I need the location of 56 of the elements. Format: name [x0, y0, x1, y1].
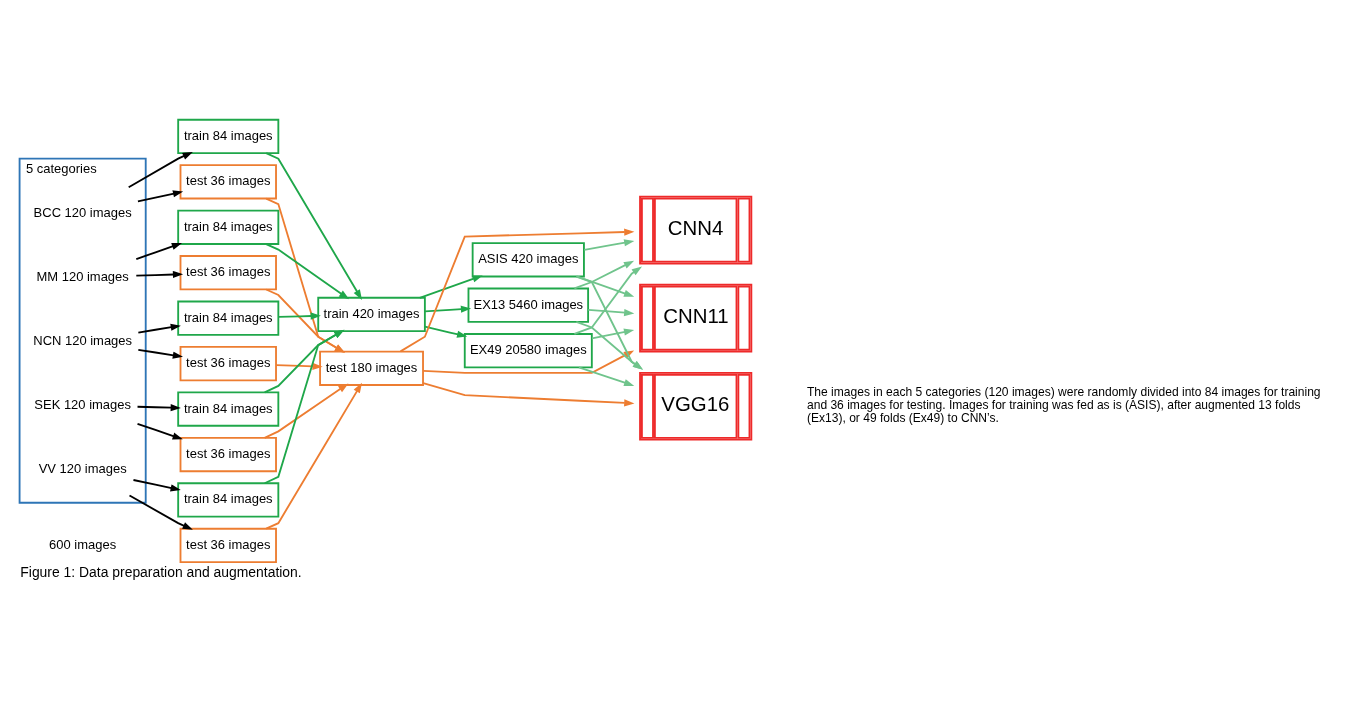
- arrow: [573, 260, 635, 289]
- arrow: [132, 478, 181, 491]
- node-box: test 180 images: [319, 350, 424, 386]
- node-box: EX13 5460 images: [467, 287, 590, 323]
- arrow: [263, 329, 345, 484]
- caption: Figure 1: Data preparation and augmentation.: [20, 563, 302, 580]
- arrow: [265, 288, 345, 353]
- arrow: [137, 323, 181, 333]
- arrow: [587, 308, 635, 316]
- arrow: [263, 329, 345, 393]
- arrow: [418, 275, 483, 299]
- arrow: [137, 189, 184, 202]
- arrow: [135, 270, 184, 278]
- node-label: 600 images: [49, 536, 117, 552]
- arrow: [591, 328, 635, 339]
- arrow: [422, 381, 635, 406]
- node-text: MM 120 images: [36, 268, 129, 284]
- node-text: VV 120 images: [38, 460, 127, 476]
- arrow: [399, 228, 635, 352]
- node-box: ASIS 420 images: [471, 241, 585, 277]
- arrow: [575, 275, 643, 370]
- arrow: [583, 238, 635, 251]
- node-text: SEK 120 images: [34, 396, 131, 412]
- arrow: [127, 151, 193, 188]
- arrow: [265, 197, 345, 353]
- arrow: [136, 422, 183, 439]
- node-box: train 84 images: [177, 209, 280, 245]
- node-box: EX49 20580 images: [463, 332, 593, 368]
- node-box: train 84 images: [177, 300, 280, 336]
- node-box: train 84 images: [177, 481, 280, 518]
- node-box: train 84 images: [177, 118, 280, 154]
- arrow: [128, 494, 193, 530]
- node-box: test 36 images: [179, 527, 277, 563]
- arrow: [136, 403, 181, 411]
- arrow: [577, 365, 635, 386]
- arrow: [424, 305, 472, 313]
- arrow: [263, 382, 349, 439]
- node-box: test 36 images: [179, 436, 277, 472]
- node-box: test 36 images: [179, 345, 277, 381]
- arrow: [265, 151, 362, 300]
- arrow: [573, 266, 642, 335]
- node-box: test 36 images: [179, 254, 277, 290]
- node-text: BCC 120 images: [33, 204, 132, 220]
- arrow: [265, 382, 362, 530]
- arrow: [135, 242, 183, 260]
- label: The images in each 5 categories (120 images) were randomly divided into 84 images for training and 36 images for testing. Images for training was fed as is (ASIS), after augmented 13 folds (Ex13), or 49 folds (Ex49) to CNN’s.: [806, 384, 1321, 425]
- arrow: [575, 320, 643, 370]
- arrow: [277, 311, 321, 320]
- arrow: [275, 362, 323, 370]
- node-box: test 36 images: [179, 163, 277, 199]
- arrow: [137, 348, 183, 359]
- node-box: train 84 images: [177, 390, 280, 427]
- arrow: [265, 242, 350, 299]
- node-box: train 420 images: [317, 296, 426, 332]
- arrow: [424, 325, 468, 338]
- node-text: NCN 120 images: [33, 332, 133, 348]
